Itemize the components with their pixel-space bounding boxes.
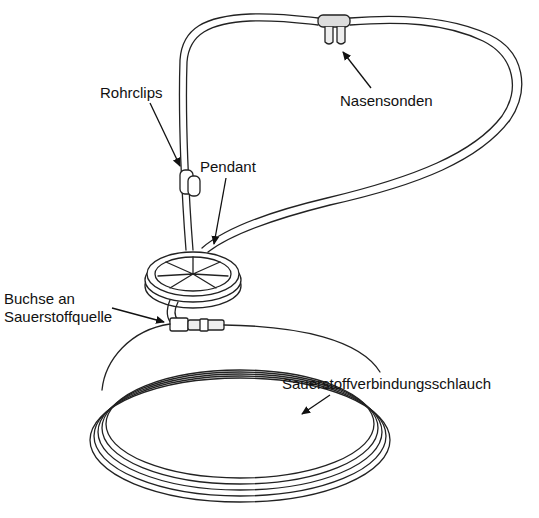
part-label: Buchse an Sauerstoffquelle: [4, 290, 126, 326]
part-label: Pendant: [200, 158, 256, 176]
part-label: Sauerstoffverbindungsschlauch: [282, 375, 491, 393]
part-label: Rohrclips: [100, 84, 163, 102]
part-label: Nasensonden: [340, 92, 433, 110]
